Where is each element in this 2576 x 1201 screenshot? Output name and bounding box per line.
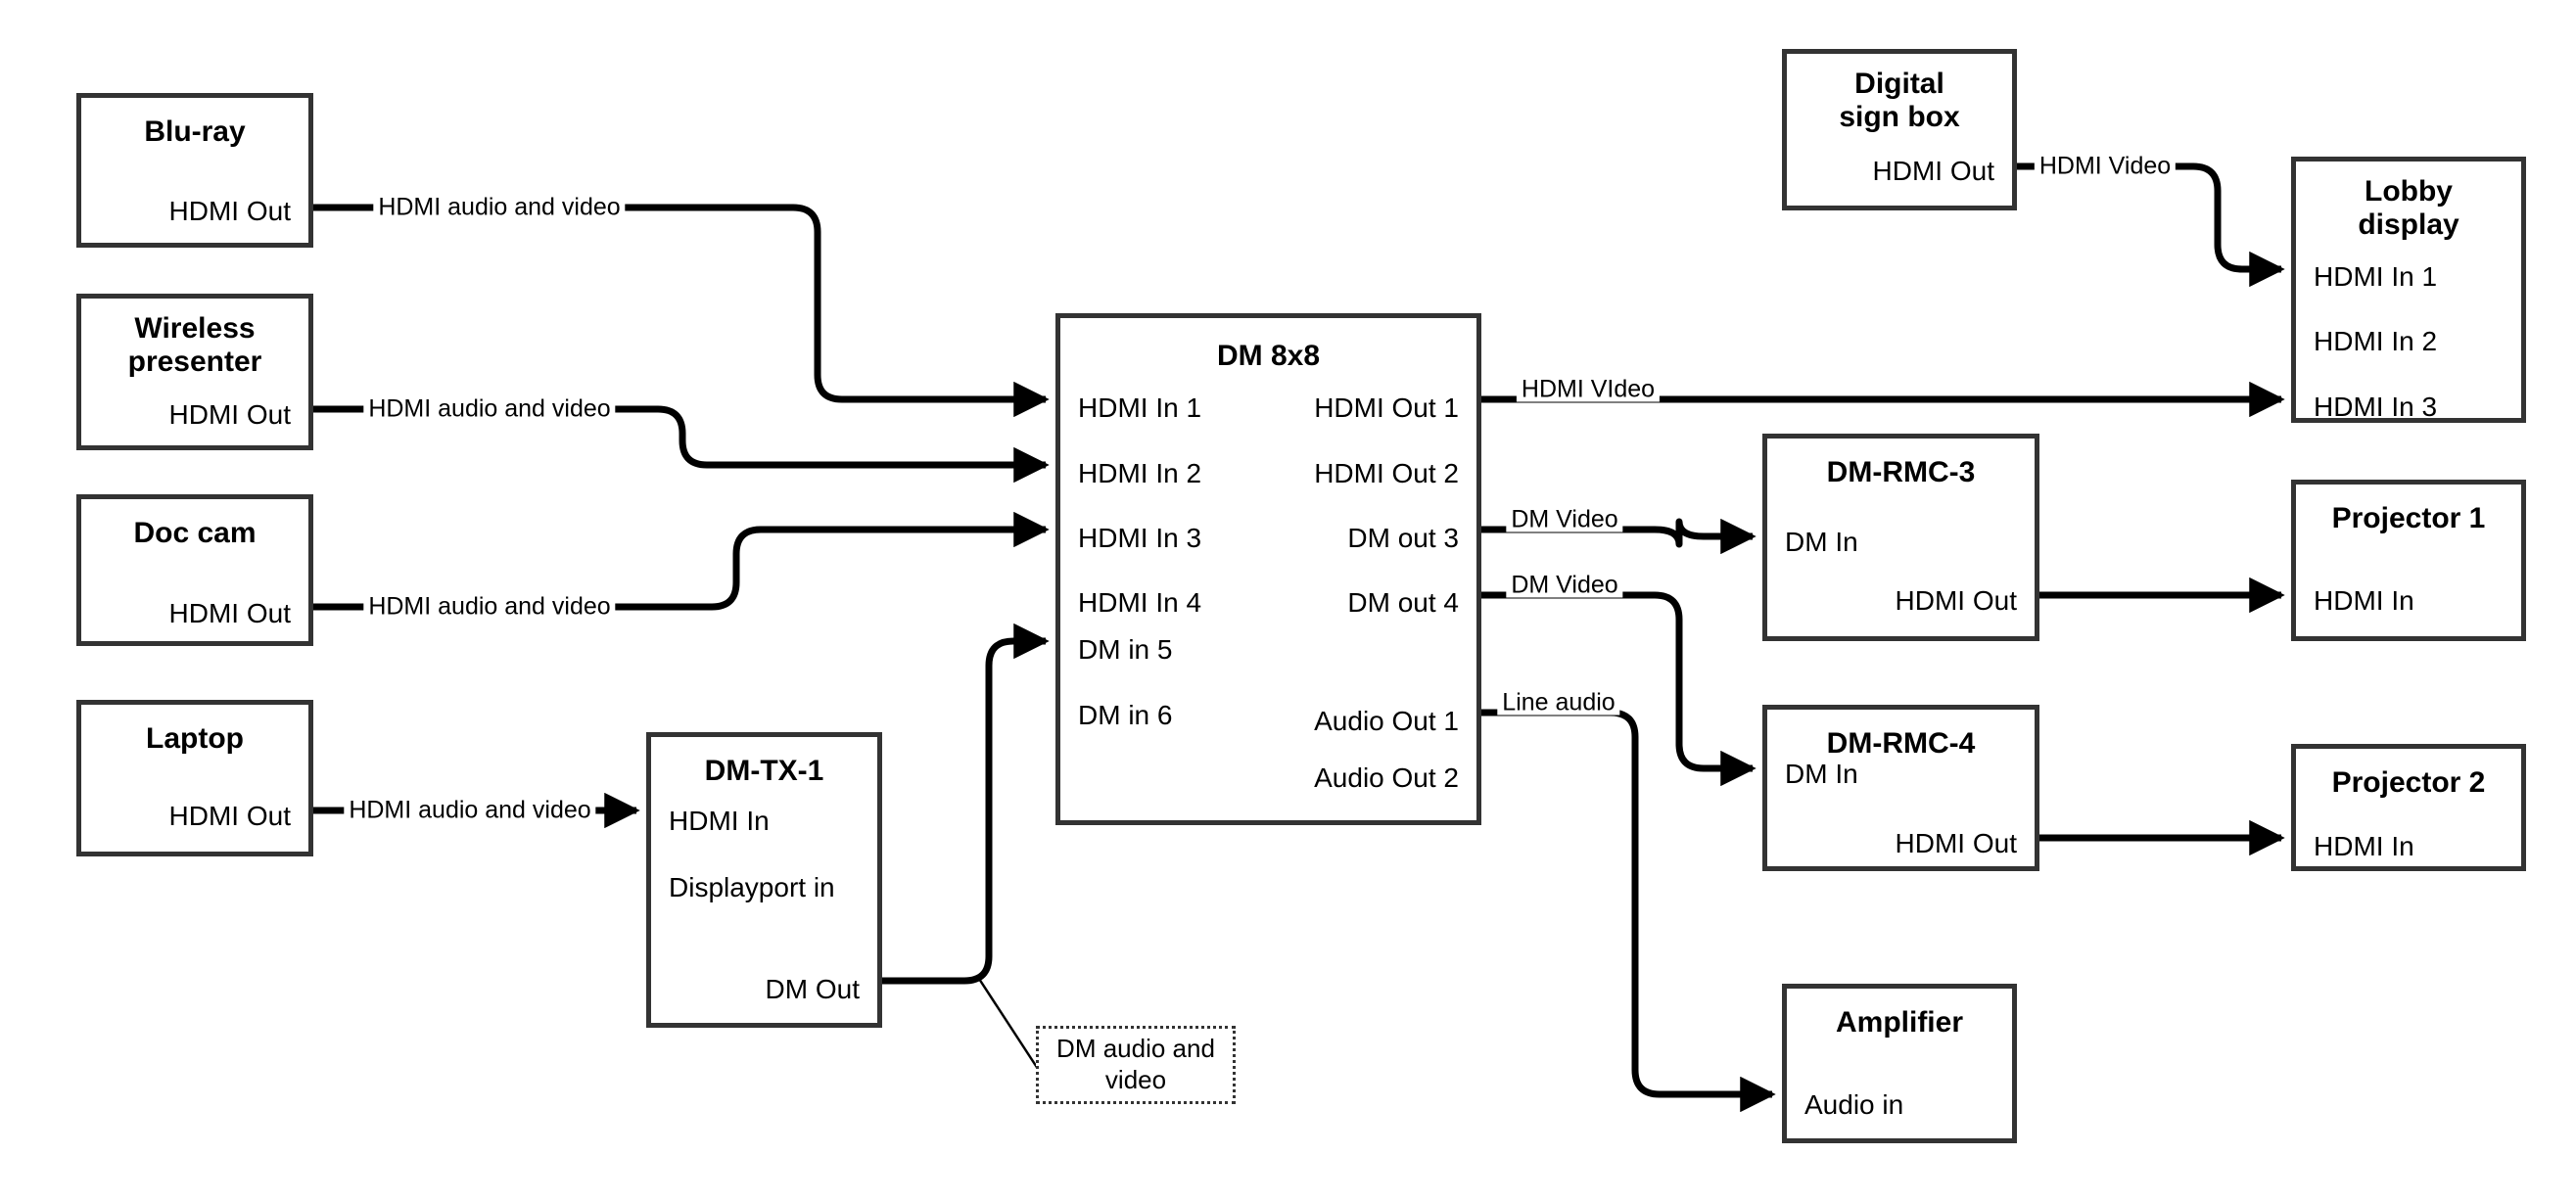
node-dm-tx-1-title: DM-TX-1 <box>704 755 824 787</box>
node-doc-cam[interactable]: Doc cam HDMI Out <box>76 494 313 646</box>
node-lobby-display-title: Lobby display <box>2358 175 2459 241</box>
node-dm-8x8-port-dm-out-4: DM out 4 <box>1347 587 1459 618</box>
node-amplifier-title: Amplifier <box>1835 1006 1964 1039</box>
node-dm-8x8-port-audio-out-2: Audio Out 2 <box>1314 762 1459 793</box>
node-dm-rmc-3[interactable]: DM-RMC-3 DM In HDMI Out <box>1762 434 2039 641</box>
wire-dm8x8-dmout4-to-dmrmc4 <box>1481 591 1756 787</box>
node-dm-rmc-3-port-hdmi-out: HDMI Out <box>1895 585 2017 616</box>
wire-label-digitalsign-to-lobby: HDMI Video <box>2034 154 2177 179</box>
node-digital-sign-box[interactable]: Digital sign box HDMI Out <box>1782 49 2017 210</box>
node-dm-8x8-port-dm-in-5: DM in 5 <box>1078 634 1173 665</box>
node-lobby-display-port-hdmi-in-1: HDMI In 1 <box>2314 261 2438 292</box>
node-dm-8x8-port-hdmi-in-1: HDMI In 1 <box>1078 393 1202 423</box>
wire-label-dm8x8-dmout3-to-dmrmc3: DM Video <box>1506 507 1623 532</box>
node-bluray-title: Blu-ray <box>144 115 246 148</box>
wire-label-bluray-to-dm8x8: HDMI audio and video <box>373 195 626 220</box>
node-dm-8x8[interactable]: DM 8x8 HDMI In 1 HDMI In 2 HDMI In 3 HDM… <box>1055 313 1481 825</box>
node-amplifier-port-audio-in: Audio in <box>1804 1089 1904 1120</box>
node-doc-cam-port-hdmi-out: HDMI Out <box>168 598 291 628</box>
node-bluray-port-hdmi-out: HDMI Out <box>168 196 291 226</box>
wire-label-dm8x8-dmout4-to-dmrmc4: DM Video <box>1506 573 1623 598</box>
node-projector-1-port-hdmi-in: HDMI In <box>2314 585 2414 616</box>
node-bluray[interactable]: Blu-ray HDMI Out <box>76 93 313 248</box>
wire-label-laptop-to-dmtx1: HDMI audio and video <box>344 798 596 823</box>
node-dm-8x8-port-hdmi-in-4: HDMI In 4 <box>1078 587 1202 618</box>
node-dm-8x8-port-hdmi-in-2: HDMI In 2 <box>1078 458 1202 488</box>
node-dm-8x8-port-dm-out-3: DM out 3 <box>1347 523 1459 553</box>
node-digital-sign-box-title: Digital sign box <box>1839 68 1960 133</box>
node-dm-8x8-port-hdmi-out-1: HDMI Out 1 <box>1314 393 1459 423</box>
wire-label-dm8x8-audioout1-to-amplifier: Line audio <box>1497 690 1620 716</box>
node-dm-tx-1-port-dm-out: DM Out <box>765 974 860 1004</box>
node-doc-cam-title: Doc cam <box>133 517 257 549</box>
leader-line-dm-audio-video-note <box>977 978 1042 1073</box>
node-projector-2[interactable]: Projector 2 HDMI In <box>2291 744 2526 871</box>
node-projector-2-title: Projector 2 <box>2331 766 2486 799</box>
node-wireless-presenter-title: Wireless presenter <box>127 312 262 378</box>
node-dm-8x8-title: DM 8x8 <box>1216 340 1321 372</box>
node-lobby-display[interactable]: Lobby display HDMI In 1 HDMI In 2 HDMI I… <box>2291 157 2526 423</box>
node-laptop-title: Laptop <box>146 722 244 755</box>
node-dm-rmc-3-port-dm-in: DM In <box>1785 527 1858 557</box>
wire-label-dm8x8-hdmiout1-to-lobby: HDMI VIdeo <box>1516 377 1661 402</box>
node-laptop[interactable]: Laptop HDMI Out <box>76 700 313 856</box>
wire-bluray-to-dm8x8 <box>313 204 1050 418</box>
wire-label-doccam-to-dm8x8: HDMI audio and video <box>363 594 616 620</box>
node-dm-tx-1[interactable]: DM-TX-1 HDMI In Displayport in DM Out <box>646 732 882 1028</box>
node-dm-rmc-3-title: DM-RMC-3 <box>1826 456 1976 488</box>
node-dm-8x8-port-hdmi-in-3: HDMI In 3 <box>1078 523 1202 553</box>
node-projector-2-port-hdmi-in: HDMI In <box>2314 831 2414 861</box>
node-dm-8x8-port-audio-out-1: Audio Out 1 <box>1314 706 1459 736</box>
node-projector-1-title: Projector 1 <box>2331 502 2486 534</box>
node-dm-8x8-port-dm-in-6: DM in 6 <box>1078 700 1173 730</box>
node-amplifier[interactable]: Amplifier Audio in <box>1782 984 2017 1143</box>
node-laptop-port-hdmi-out: HDMI Out <box>168 801 291 831</box>
node-dm-rmc-4-port-dm-in: DM In <box>1785 759 1858 789</box>
annotation-dm-audio-and-video: DM audio and video <box>1036 1026 1236 1104</box>
node-dm-rmc-4-title: DM-RMC-4 <box>1826 727 1976 760</box>
node-dm-8x8-port-hdmi-out-2: HDMI Out 2 <box>1314 458 1459 488</box>
node-projector-1[interactable]: Projector 1 HDMI In <box>2291 480 2526 641</box>
wire-dmtx1-to-dm8x8 <box>882 623 1050 985</box>
wire-dm8x8-audioout1-to-amplifier <box>1481 709 1776 1113</box>
node-dm-rmc-4-port-hdmi-out: HDMI Out <box>1895 828 2017 858</box>
node-dm-rmc-4[interactable]: DM-RMC-4 DM In HDMI Out <box>1762 705 2039 871</box>
wire-label-wireless-to-dm8x8: HDMI audio and video <box>363 396 616 422</box>
node-lobby-display-port-hdmi-in-2: HDMI In 2 <box>2314 326 2438 356</box>
node-wireless-presenter-port-hdmi-out: HDMI Out <box>168 399 291 430</box>
node-lobby-display-port-hdmi-in-3: HDMI In 3 <box>2314 392 2438 422</box>
node-dm-tx-1-port-displayport-in: Displayport in <box>669 872 835 902</box>
wire-digitalsign-to-lobby <box>2017 162 2285 288</box>
node-digital-sign-box-port-hdmi-out: HDMI Out <box>1872 156 1994 186</box>
node-dm-tx-1-port-hdmi-in: HDMI In <box>669 806 770 836</box>
node-wireless-presenter[interactable]: Wireless presenter HDMI Out <box>76 294 313 450</box>
